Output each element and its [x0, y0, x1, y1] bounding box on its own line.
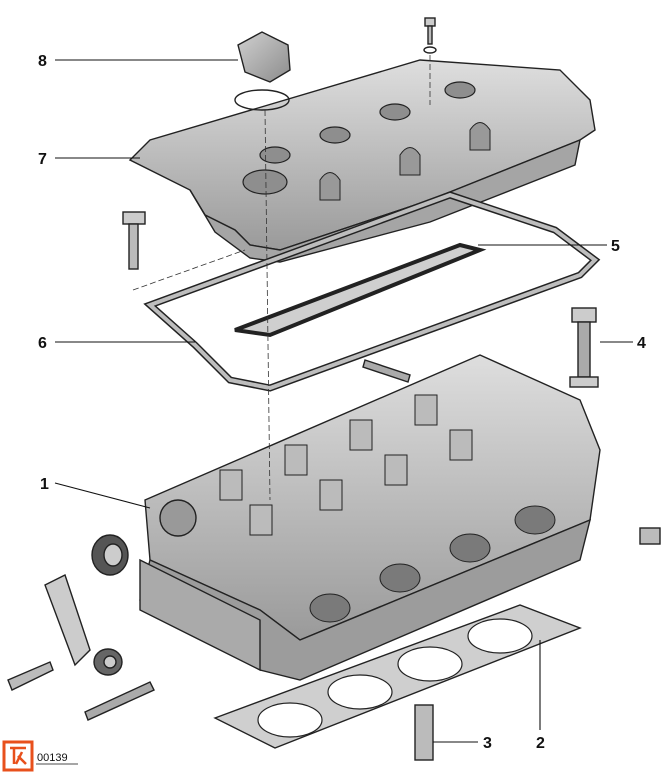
callout-4: 4 [637, 335, 646, 352]
valve-cover [128, 59, 596, 263]
callout-2: 2 [536, 735, 545, 752]
alignment-lines [132, 55, 431, 501]
small-seal [93, 648, 123, 676]
figure-code: 00139 [37, 752, 68, 764]
plug-right [639, 527, 661, 545]
camshaft-seal [91, 534, 129, 576]
callout-3: 3 [483, 735, 492, 752]
callout-6: 6 [38, 335, 47, 352]
stud-top [362, 359, 411, 383]
cylinder-head [139, 354, 601, 681]
bolt-left [7, 661, 54, 691]
valve-cover-gasket [143, 191, 601, 392]
stud-left [84, 681, 155, 721]
callout-1: 1 [40, 476, 49, 493]
leader-lines [54, 59, 633, 743]
callout-5: 5 [611, 238, 620, 255]
spark-plug-seals [234, 242, 487, 338]
head-bolt [569, 307, 599, 388]
callout-7: 7 [38, 151, 47, 168]
oil-filler-cap [234, 31, 291, 111]
cover-stud-bolt [122, 211, 146, 270]
publisher-logo [2, 740, 34, 772]
head-gasket [213, 604, 582, 749]
callout-8: 8 [38, 53, 47, 70]
cover-bolt [423, 17, 437, 54]
dowel-sleeve [414, 704, 434, 761]
bracket [44, 574, 91, 667]
